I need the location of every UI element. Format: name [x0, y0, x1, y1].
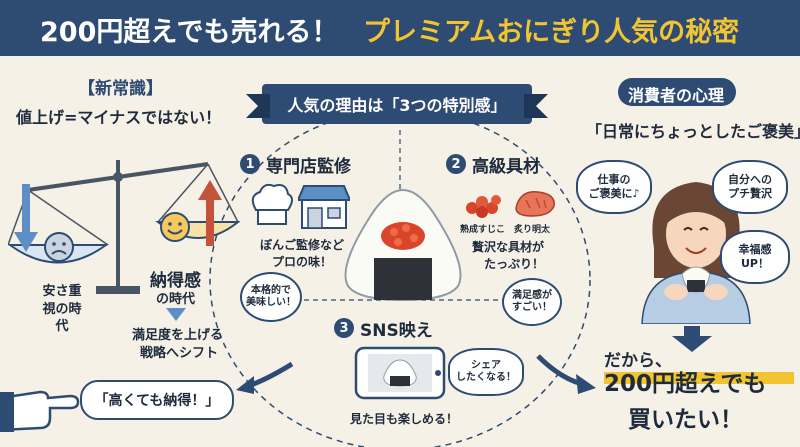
reason1-number: 1: [240, 154, 260, 174]
woman-icon: [641, 182, 751, 324]
arrow-right-icon: [536, 354, 596, 394]
reason1-bubble: 本格的で美味しい！: [240, 272, 302, 322]
item-aged-roe: 熟成すじこ: [460, 225, 506, 235]
title-yellow: プレミアムおにぎり人気の秘密: [363, 17, 740, 48]
reason1-bubble-text-2: 美味しい！: [246, 297, 296, 308]
salmon-roe-icon: [466, 195, 501, 218]
right-tag-bg: [618, 78, 736, 106]
shift-text-1: 満足度を上げる: [132, 328, 224, 343]
arrow-down-icon: [14, 184, 38, 252]
bubble-work-reward-text-2: ご褒美に♪: [588, 187, 640, 200]
reason2-desc-1: 贅沢な具材が: [472, 240, 545, 254]
smile-face-icon: [160, 212, 190, 242]
conclusion-line-2: 200円超えでも: [604, 371, 767, 397]
reason2-desc-2: たっぷり！: [484, 257, 545, 271]
reason2-title: 高級具材: [472, 157, 540, 177]
conclusion-line-3: 買いたい！: [628, 407, 743, 433]
bubble-happiness-text-2: UP！: [741, 257, 769, 270]
reason3-bubble-text-2: したくなる！: [456, 372, 516, 383]
reasons-banner: 人気の理由は「3つの特別感」: [246, 84, 548, 124]
reason1-bubble-text-1: 本格的で: [251, 284, 291, 296]
reason3-bubble: シェアしたくなる！: [448, 348, 524, 396]
small-down-arrow-icon: [166, 308, 186, 321]
reason2-number: 2: [446, 154, 466, 174]
pointing-quote: 「高くても納得！」: [80, 380, 234, 420]
pointing-hand-icon: [0, 390, 80, 432]
satisfaction-label: 納得感: [150, 271, 201, 291]
mentaiko-icon: [515, 191, 555, 217]
bubble-work-reward: 仕事のご褒美に♪: [576, 160, 652, 214]
satisfaction-era-label: の時代: [156, 292, 196, 307]
reason3-number: 3: [334, 318, 354, 338]
onigiri-icon: [344, 188, 462, 302]
reason2-bubble: 満足感がすごい！: [502, 278, 562, 326]
arrow-up-icon: [198, 180, 222, 246]
right-tag: 消費者の心理: [628, 86, 725, 105]
conclusion-arrow-icon: [672, 326, 712, 352]
bubble-petit-luxury-text-2: プチ贅沢: [728, 187, 772, 200]
conclusion-highlight: [604, 372, 794, 384]
bubble-petit-luxury: 自分へのプチ贅沢: [712, 160, 788, 214]
reason3-caption: 見た目も楽しめる！: [350, 412, 459, 426]
left-subtitle: 値上げ=マイナスではない！: [16, 108, 222, 127]
bubble-work-reward-text-1: 仕事の: [597, 173, 631, 187]
title-white: 200円超えでも売れる！: [40, 17, 339, 48]
new-standard-tag: 【新常識】: [78, 79, 163, 99]
reason1-desc-2: プロの味！: [272, 255, 333, 269]
reason2-bubble-text-1: 満足感が: [512, 289, 552, 301]
reason3-title: SNS映え: [360, 321, 433, 341]
reason3-bubble-text-1: シェア: [471, 359, 501, 371]
right-subtitle: 「日常にちょっとしたご褒美」: [586, 122, 800, 141]
item-mentaiko: 炙り明太: [514, 225, 551, 235]
conclusion-line-1: だから、: [604, 351, 672, 371]
chef-hat-icon: [251, 183, 293, 225]
shop-icon: [298, 185, 350, 229]
header-bar: 200円超えでも売れる！ プレミアムおにぎり人気の秘密: [0, 0, 800, 56]
reason1-title: 専門店監修: [266, 157, 351, 177]
smartphone-icon: [354, 346, 446, 400]
reason1-desc-1: ぼんご監修など: [260, 238, 345, 252]
arrow-left-icon: [236, 361, 294, 394]
reason2-bubble-text-2: すごい！: [512, 302, 552, 313]
bubble-happiness-text-1: 幸福感: [738, 243, 772, 257]
shift-text-2: 戦略へシフト: [140, 346, 219, 361]
bubble-petit-luxury-text-1: 自分への: [728, 173, 772, 187]
sad-face-icon: [44, 232, 74, 262]
cheap-era-label: 安さ重視の時代: [42, 284, 82, 335]
